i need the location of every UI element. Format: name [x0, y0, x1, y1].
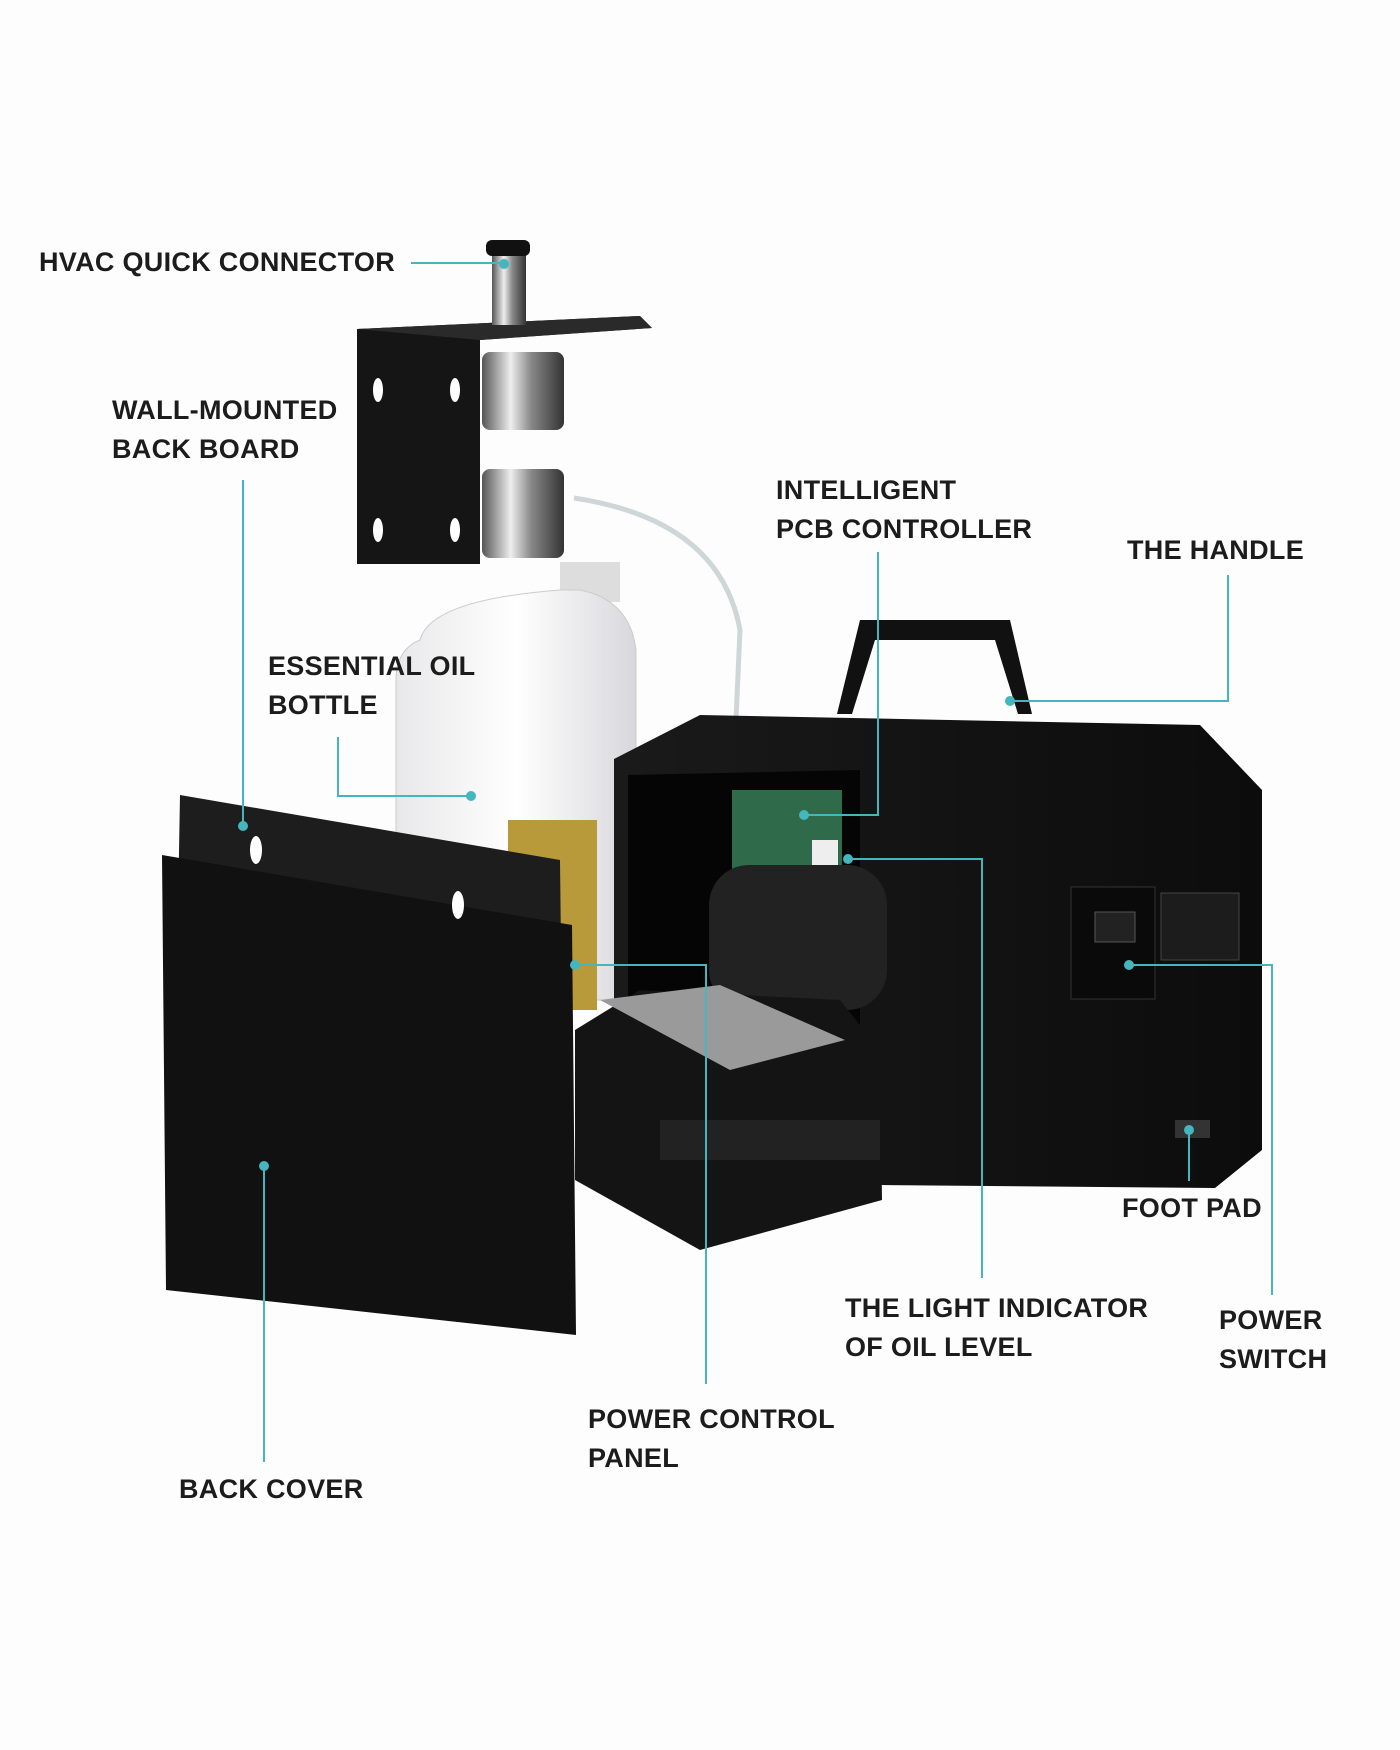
- leader-dots: [238, 259, 1194, 1171]
- hvac-quick-connector: [492, 255, 526, 325]
- label-foot-pad: FOOT PAD: [1122, 1193, 1262, 1223]
- power-control-panel: [575, 985, 882, 1250]
- handle: [837, 620, 1032, 714]
- filter-cylinder: [709, 865, 887, 1010]
- oil-tube: [573, 495, 743, 721]
- wall-mounted-back-board: [357, 240, 652, 564]
- label-handle: THE HANDLE: [1127, 535, 1304, 565]
- back-cover: [162, 795, 576, 1335]
- power-socket: [1070, 886, 1156, 1000]
- spec-plate: [1160, 892, 1240, 961]
- leader-lines: [242, 262, 1273, 1462]
- label-hvac-quick-connector: HVAC QUICK CONNECTOR: [39, 247, 396, 277]
- label-back-cover: BACK COVER: [179, 1474, 364, 1504]
